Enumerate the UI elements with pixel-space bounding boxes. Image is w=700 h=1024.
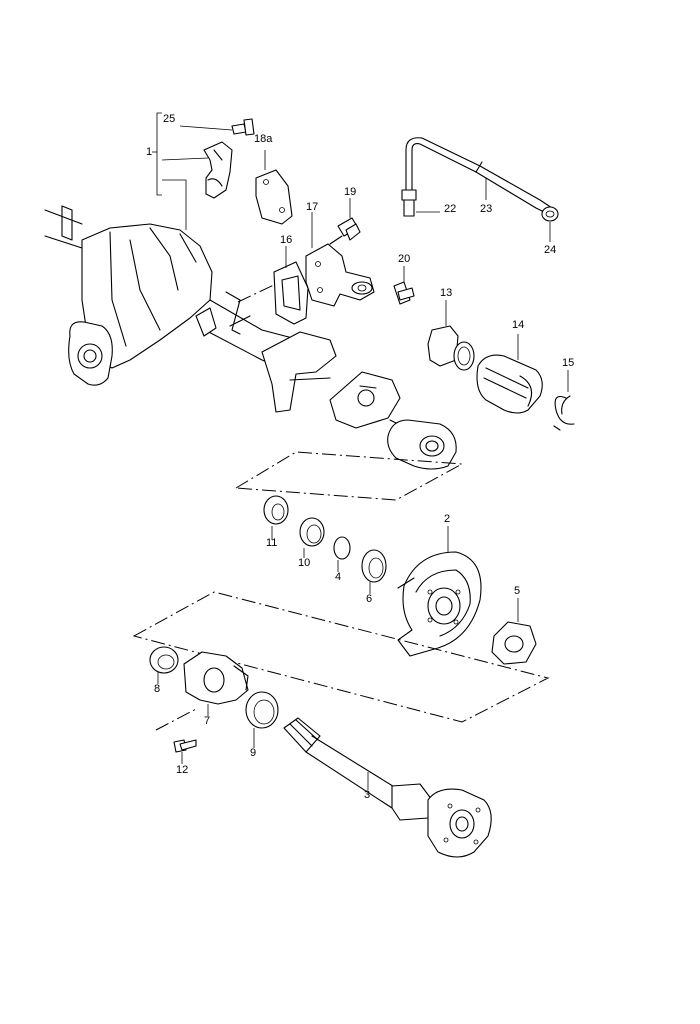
label-15: 15 <box>562 357 574 369</box>
bolt-12-icon <box>155 707 199 753</box>
label-4: 4 <box>335 571 341 583</box>
axle-housing-icon <box>44 205 457 470</box>
bolt-19-icon <box>329 217 361 245</box>
snap-ring-15-icon <box>553 395 575 431</box>
label-8: 8 <box>154 683 160 695</box>
dash-box-upper <box>234 451 464 501</box>
label-6: 6 <box>366 593 372 605</box>
label-17: 17 <box>306 201 318 213</box>
seal-10-icon <box>299 517 325 547</box>
label-19: 19 <box>344 186 356 198</box>
seal-9-icon <box>245 691 279 729</box>
gasket-16-icon <box>273 261 309 325</box>
bolt-25-icon <box>231 118 255 136</box>
breather-20-icon <box>393 281 415 305</box>
label-13: 13 <box>440 287 452 299</box>
label-3: 3 <box>364 789 370 801</box>
seal-13-icon <box>427 325 475 371</box>
label-1: 1 <box>146 146 152 158</box>
seal-8-icon <box>149 646 179 674</box>
axle-shaft-3-icon <box>283 717 492 858</box>
ring-4-icon <box>333 536 351 560</box>
label-2: 2 <box>444 513 450 525</box>
dash-box-lower <box>132 591 550 723</box>
bracket-17-icon <box>305 243 375 307</box>
label-14: 14 <box>512 319 524 331</box>
label-20: 20 <box>398 253 410 265</box>
boot-14-icon <box>476 354 543 414</box>
label-7: 7 <box>204 715 210 727</box>
dash-link-16 <box>237 281 281 303</box>
backing-plate-7-icon <box>183 651 249 705</box>
bearing-6-icon <box>361 549 387 583</box>
gasket-18a-icon <box>255 169 293 225</box>
leader-lines-group-1 <box>152 112 266 230</box>
label-23: 23 <box>480 203 492 215</box>
label-5: 5 <box>514 585 520 597</box>
label-25: 25 <box>163 113 175 125</box>
hub-5-icon <box>491 621 537 665</box>
label-11: 11 <box>266 537 277 549</box>
label-24: 24 <box>544 244 556 256</box>
bracket-1-icon <box>203 141 233 199</box>
fitting-22-icon <box>401 189 440 217</box>
brake-disc-2-icon <box>397 551 482 657</box>
label-10: 10 <box>298 557 310 569</box>
label-22: 22 <box>444 203 456 215</box>
label-9: 9 <box>250 747 256 759</box>
label-12: 12 <box>176 764 188 776</box>
label-18a: 18a <box>254 133 273 145</box>
hose-23-icon <box>405 137 553 215</box>
seal-11-icon <box>263 495 289 525</box>
label-16: 16 <box>280 234 292 246</box>
clamp-24-icon <box>541 206 559 222</box>
